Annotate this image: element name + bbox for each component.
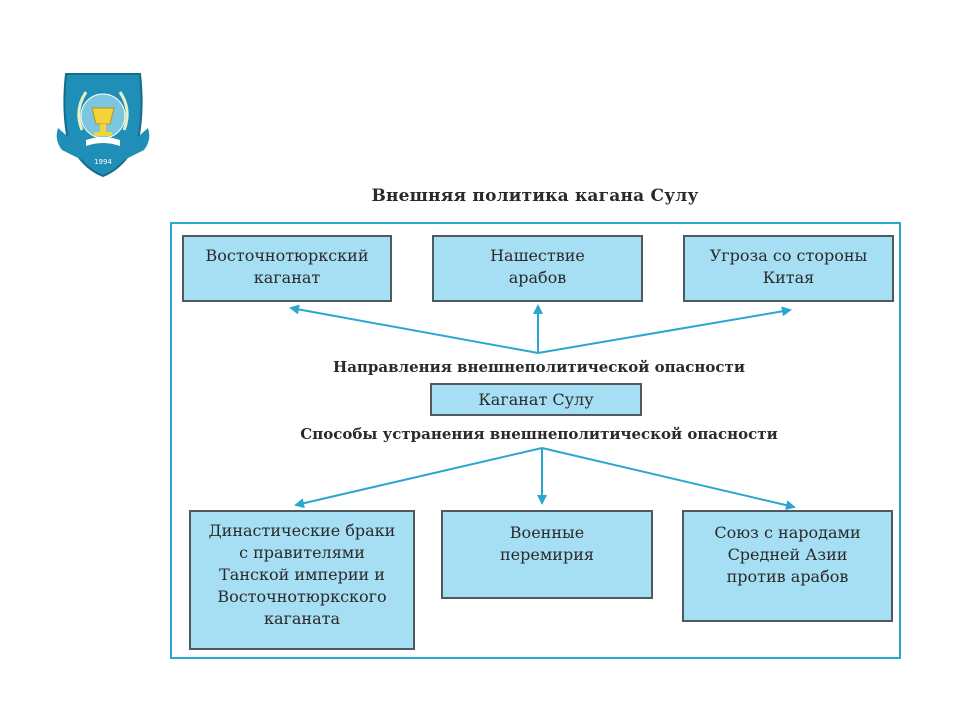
box-military-truces: Военные перемирия: [441, 510, 653, 599]
arrow-to-marriages: [294, 447, 543, 509]
box-arab-invasion: Нашествие арабов: [432, 235, 643, 302]
diagram-title: Внешняя политика кагана Сулу: [371, 186, 699, 206]
box-label: Военные перемирия: [500, 523, 594, 564]
university-shield-emblem-icon: 1994: [56, 73, 150, 178]
arrow-to-china: [537, 306, 792, 354]
diagram-frame: [170, 222, 901, 659]
box-china-threat: Угроза со стороны Китая: [683, 235, 894, 302]
arrow-to-east-turkic: [289, 304, 539, 354]
box-label: Восточнотюркский каганат: [205, 246, 369, 287]
box-sulu-khaganate: Каганат Сулу: [430, 383, 642, 416]
svg-text:1994: 1994: [94, 158, 112, 166]
box-label: Союз с народами Средней Азии против араб…: [714, 523, 861, 586]
center-label: Каганат Сулу: [478, 390, 594, 409]
box-label: Нашествие арабов: [490, 246, 585, 287]
box-east-turkic-khaganate: Восточнотюркский каганат: [182, 235, 392, 302]
box-label: Угроза со стороны Китая: [709, 246, 868, 287]
box-label: Династические браки с правителями Танско…: [208, 521, 396, 628]
lower-label: Способы устранения внешнеполитической оп…: [300, 425, 778, 443]
arrow-to-alliance: [541, 447, 796, 511]
box-dynastic-marriages: Династические браки с правителями Танско…: [189, 510, 415, 650]
upper-label: Направления внешнеполитической опасности: [333, 358, 745, 376]
box-central-asia-alliance: Союз с народами Средней Азии против араб…: [682, 510, 893, 622]
